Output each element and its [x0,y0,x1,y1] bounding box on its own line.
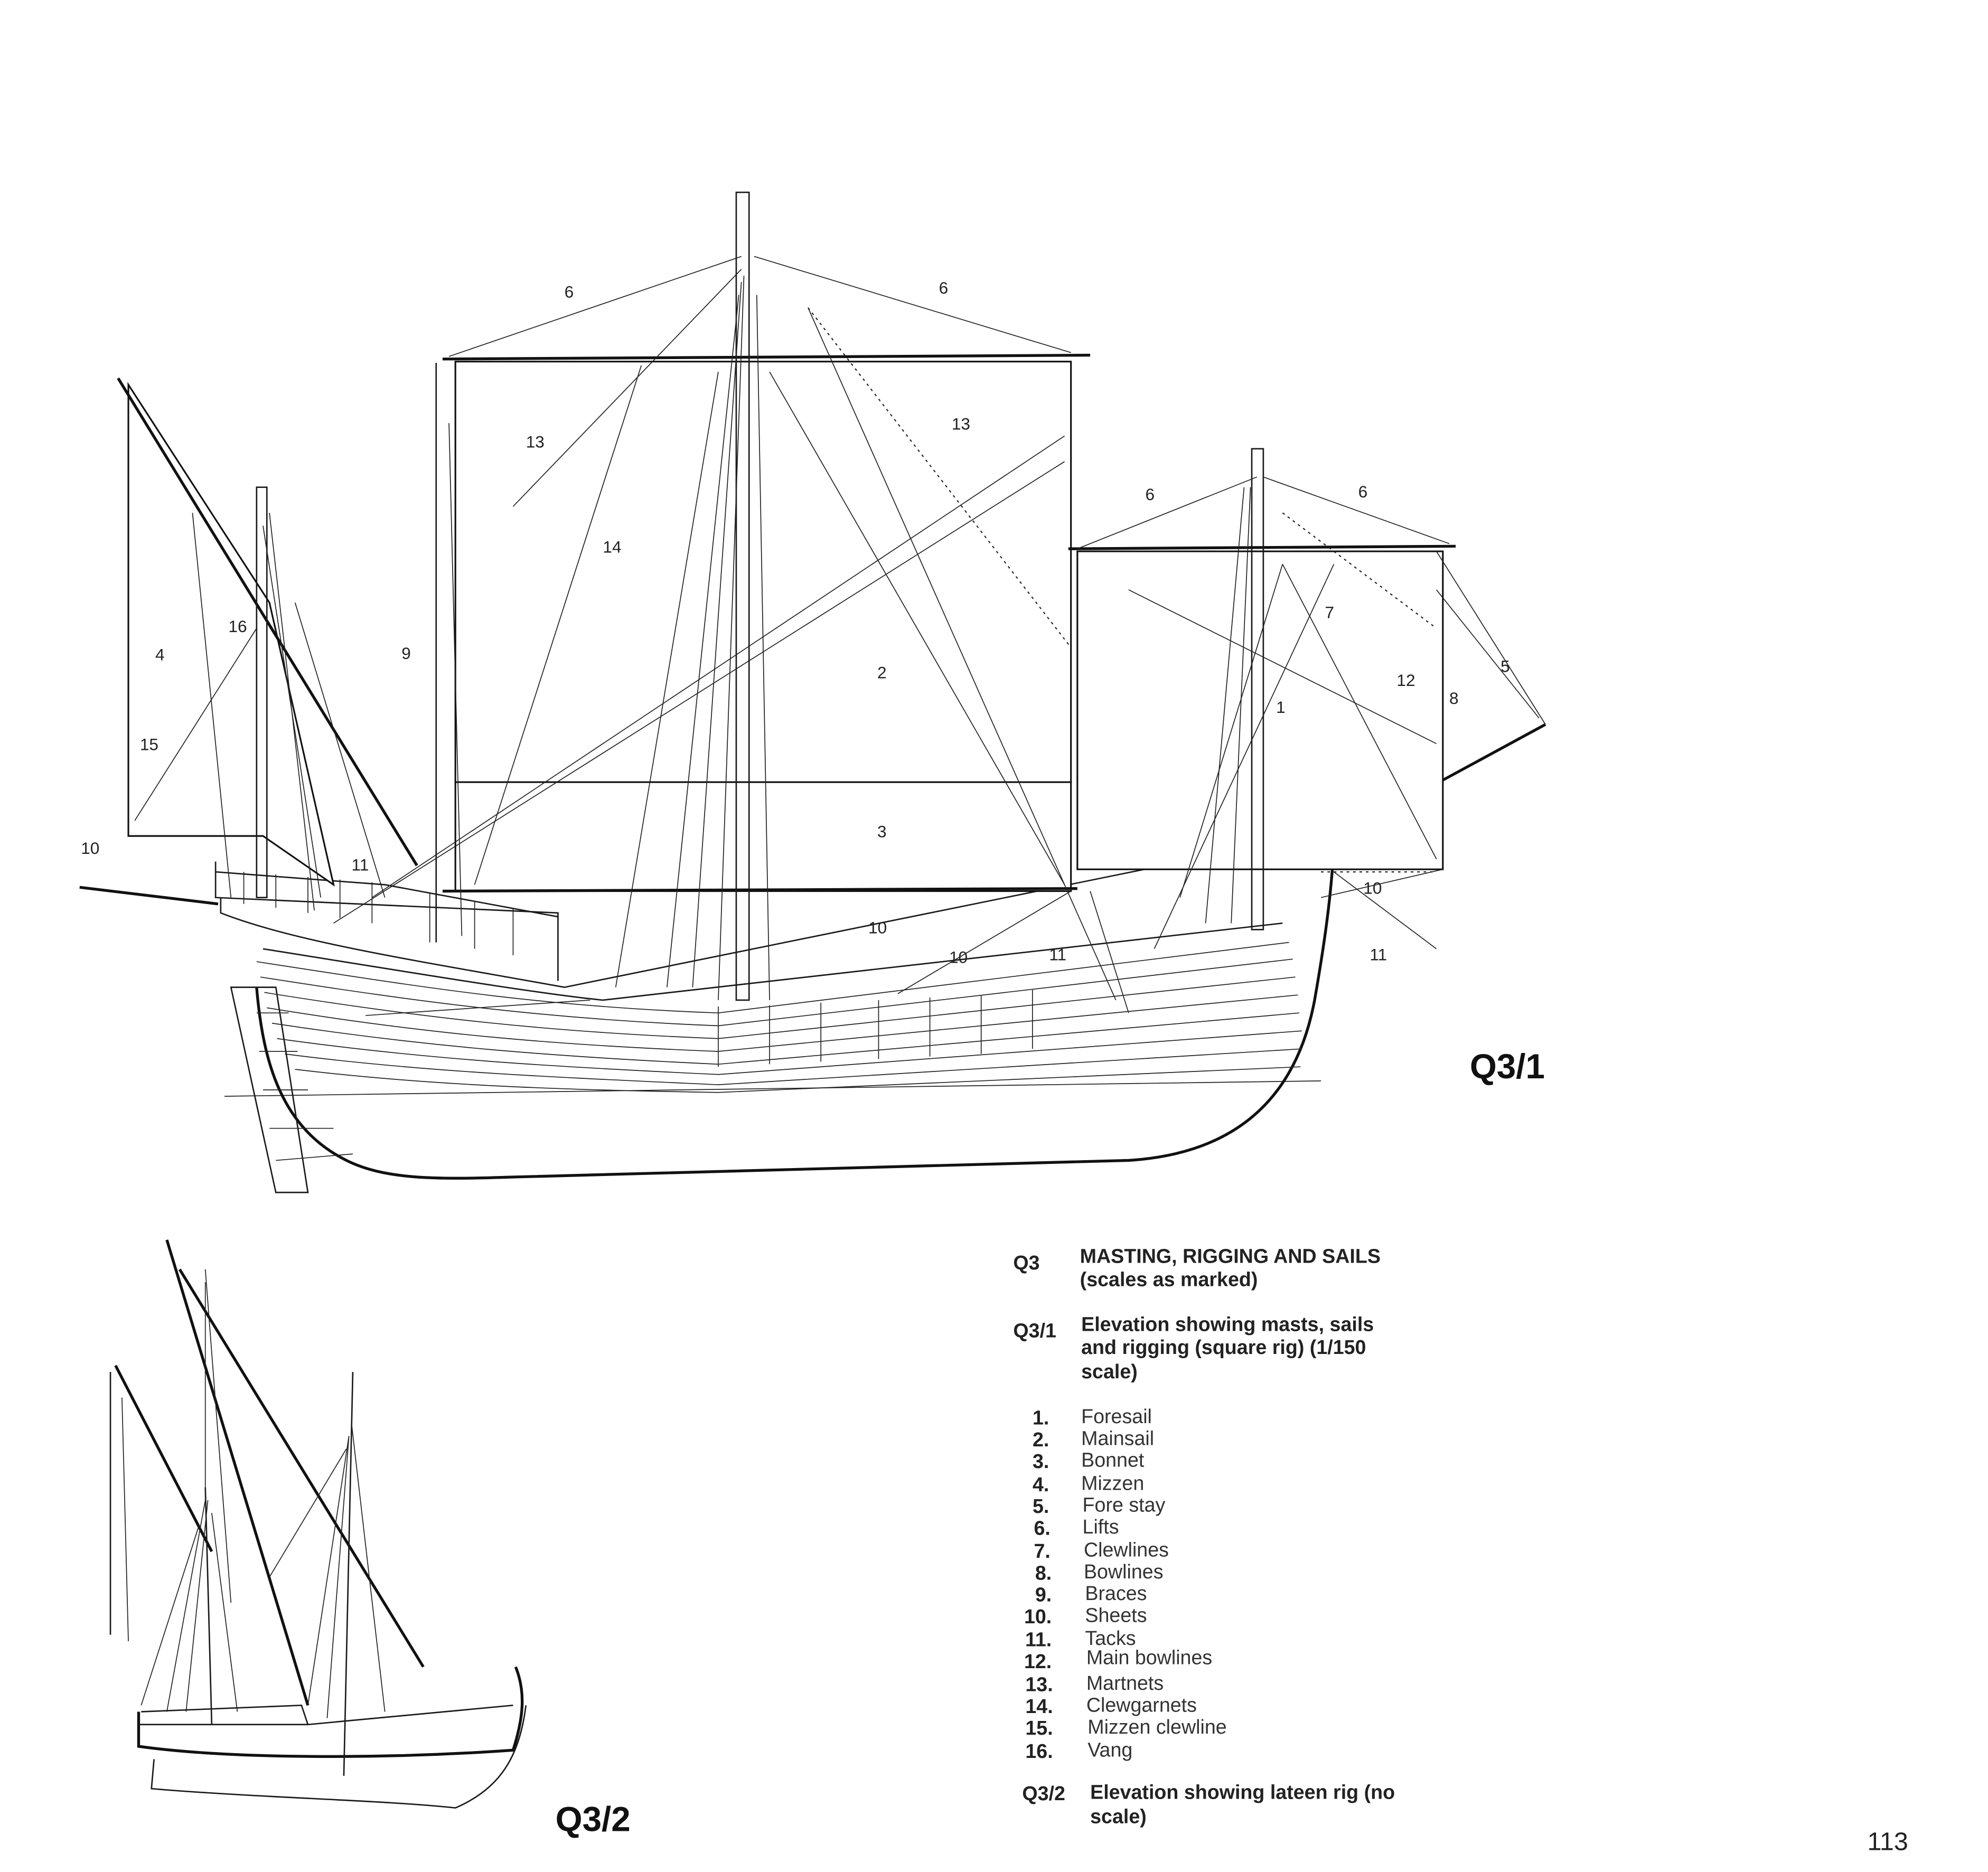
callout: 15 [140,735,158,754]
callout: 8 [1449,689,1459,708]
legend-label: Foresail [1081,1405,1152,1427]
legend-label: Fore stay [1083,1494,1166,1516]
callout: 10 [1363,878,1382,897]
legend-number: 1. [1033,1407,1049,1429]
callout: 12 [1396,671,1415,690]
caption-code-q3-2: Q3/2 [1022,1782,1065,1804]
legend-number: 11. [1025,1629,1052,1651]
caption-title-q3-1: and rigging (square rig) (1/150 [1081,1336,1366,1358]
rigging-lines [134,256,1546,1013]
figure-label-q3-2: Q3/2 [556,1800,631,1838]
caption-title-q3: MASTING, RIGGING AND SAILS [1080,1245,1381,1267]
callout: 16 [228,617,247,636]
callout: 4 [155,645,165,664]
callout: 6 [565,282,574,301]
legend-label: Tacks [1085,1627,1136,1649]
caption-title-q3-2: Elevation showing lateen rig (no [1090,1781,1395,1803]
hull-planking [256,942,1302,1093]
callout: 14 [603,538,621,557]
caption-title-q3-2: scale) [1090,1805,1147,1828]
legend-label: Vang [1087,1738,1132,1761]
legend-number: 6. [1034,1517,1050,1539]
callout: 13 [952,414,970,433]
legend-number: 2. [1033,1428,1049,1451]
caption-code-q3-1: Q3/1 [1013,1319,1056,1341]
caption-title-q3: (scales as marked) [1080,1268,1258,1290]
caption-title-q3-1: Elevation showing masts, sails [1081,1313,1374,1335]
legend-label: Sheets [1085,1604,1147,1626]
callout: 1 [1276,698,1286,717]
callout-numbers: 6 6 13 13 14 9 4 16 15 10 11 2 3 10 10 1… [81,278,1509,966]
caption-title-q3-1: scale) [1081,1360,1138,1382]
caption-block: Q3 MASTING, RIGGING AND SAILS (scales as… [1013,1245,1395,1828]
legend-number: 14. [1025,1695,1053,1717]
legend-number: 3. [1033,1450,1049,1472]
legend-number: 10. [1024,1605,1052,1628]
legend-label: Clewlines [1084,1539,1169,1561]
legend-label: Martnets [1086,1672,1164,1694]
legend-label: Mainsail [1081,1427,1154,1449]
legend-number: 4. [1033,1473,1049,1495]
legend-label: Bonnet [1081,1449,1145,1471]
legend-number: 13. [1025,1673,1053,1696]
legend-label: Braces [1085,1582,1147,1604]
callout: 9 [401,644,411,663]
legend-number: 16. [1025,1740,1053,1762]
legend-number: 12. [1024,1650,1052,1672]
callout: 11 [1370,945,1387,964]
callout: 10 [949,947,968,966]
legend-label: Lifts [1083,1516,1119,1538]
legend-label: Mizzen clewline [1087,1716,1226,1738]
callout: 6 [1146,485,1155,504]
callout: 10 [81,839,99,858]
callout: 6 [939,278,949,297]
callout: 2 [877,663,887,682]
callout: 7 [1325,603,1334,622]
caption-code-q3: Q3 [1013,1252,1039,1274]
q3-2-ship-drawing: Q3/2 [109,1239,631,1838]
legend-number: 7. [1034,1540,1050,1562]
callout: 11 [1049,945,1066,964]
page-number: 113 [1868,1828,1908,1856]
callout: 5 [1501,656,1510,675]
callout: 6 [1358,482,1368,501]
legend-label: Bowlines [1084,1560,1164,1583]
legend-number: 5. [1033,1495,1049,1517]
callout: 10 [868,918,887,937]
figure-label-q3-1: Q3/1 [1470,1047,1545,1086]
callout: 3 [877,822,887,841]
legend-number: 15. [1025,1717,1053,1739]
legend-label: Main bowlines [1086,1647,1212,1669]
legend-number: 9. [1035,1584,1052,1606]
legend-label: Mizzen [1081,1472,1144,1494]
legend-number: 8. [1035,1561,1052,1584]
legend-label: Clewgarnets [1086,1694,1197,1716]
q3-1-ship-drawing: 6 6 13 13 14 9 4 16 15 10 11 2 3 10 10 1… [79,191,1546,1193]
legend-list: 1. Foresail 2. Mainsail 3. Bonnet 4. Miz… [1024,1405,1227,1762]
callout: 13 [526,432,545,451]
callout: 11 [352,855,369,874]
